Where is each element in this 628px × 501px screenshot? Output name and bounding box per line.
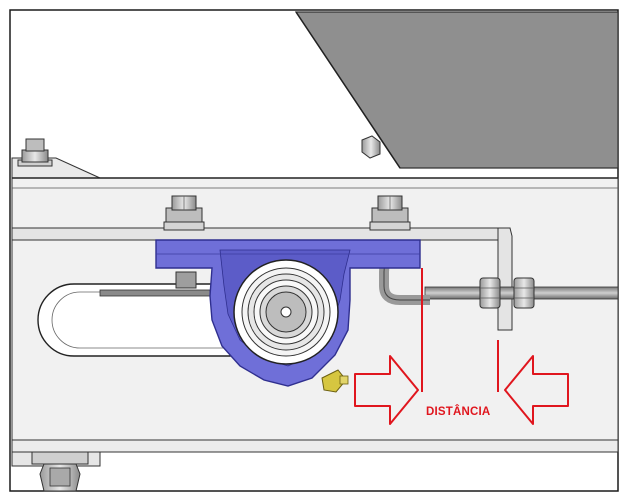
arrow-right-icon bbox=[354, 355, 419, 425]
distance-annotation: DISTÂNCIA bbox=[354, 268, 569, 425]
housing-bolt-left bbox=[163, 195, 205, 289]
rod-nut-left bbox=[479, 277, 501, 309]
rail-strip bbox=[11, 227, 513, 331]
hopper-bolt bbox=[361, 135, 381, 159]
arrow-left-icon bbox=[504, 355, 569, 425]
bearing-insert bbox=[233, 259, 339, 365]
slot-opening bbox=[37, 283, 231, 357]
bottom-left-bolt bbox=[31, 451, 89, 492]
grease-fitting bbox=[321, 369, 349, 393]
housing-bolt-right bbox=[369, 195, 411, 231]
hopper-edge bbox=[295, 11, 401, 169]
rod-nut-right bbox=[513, 277, 535, 309]
distance-label: DISTÂNCIA bbox=[426, 405, 490, 418]
